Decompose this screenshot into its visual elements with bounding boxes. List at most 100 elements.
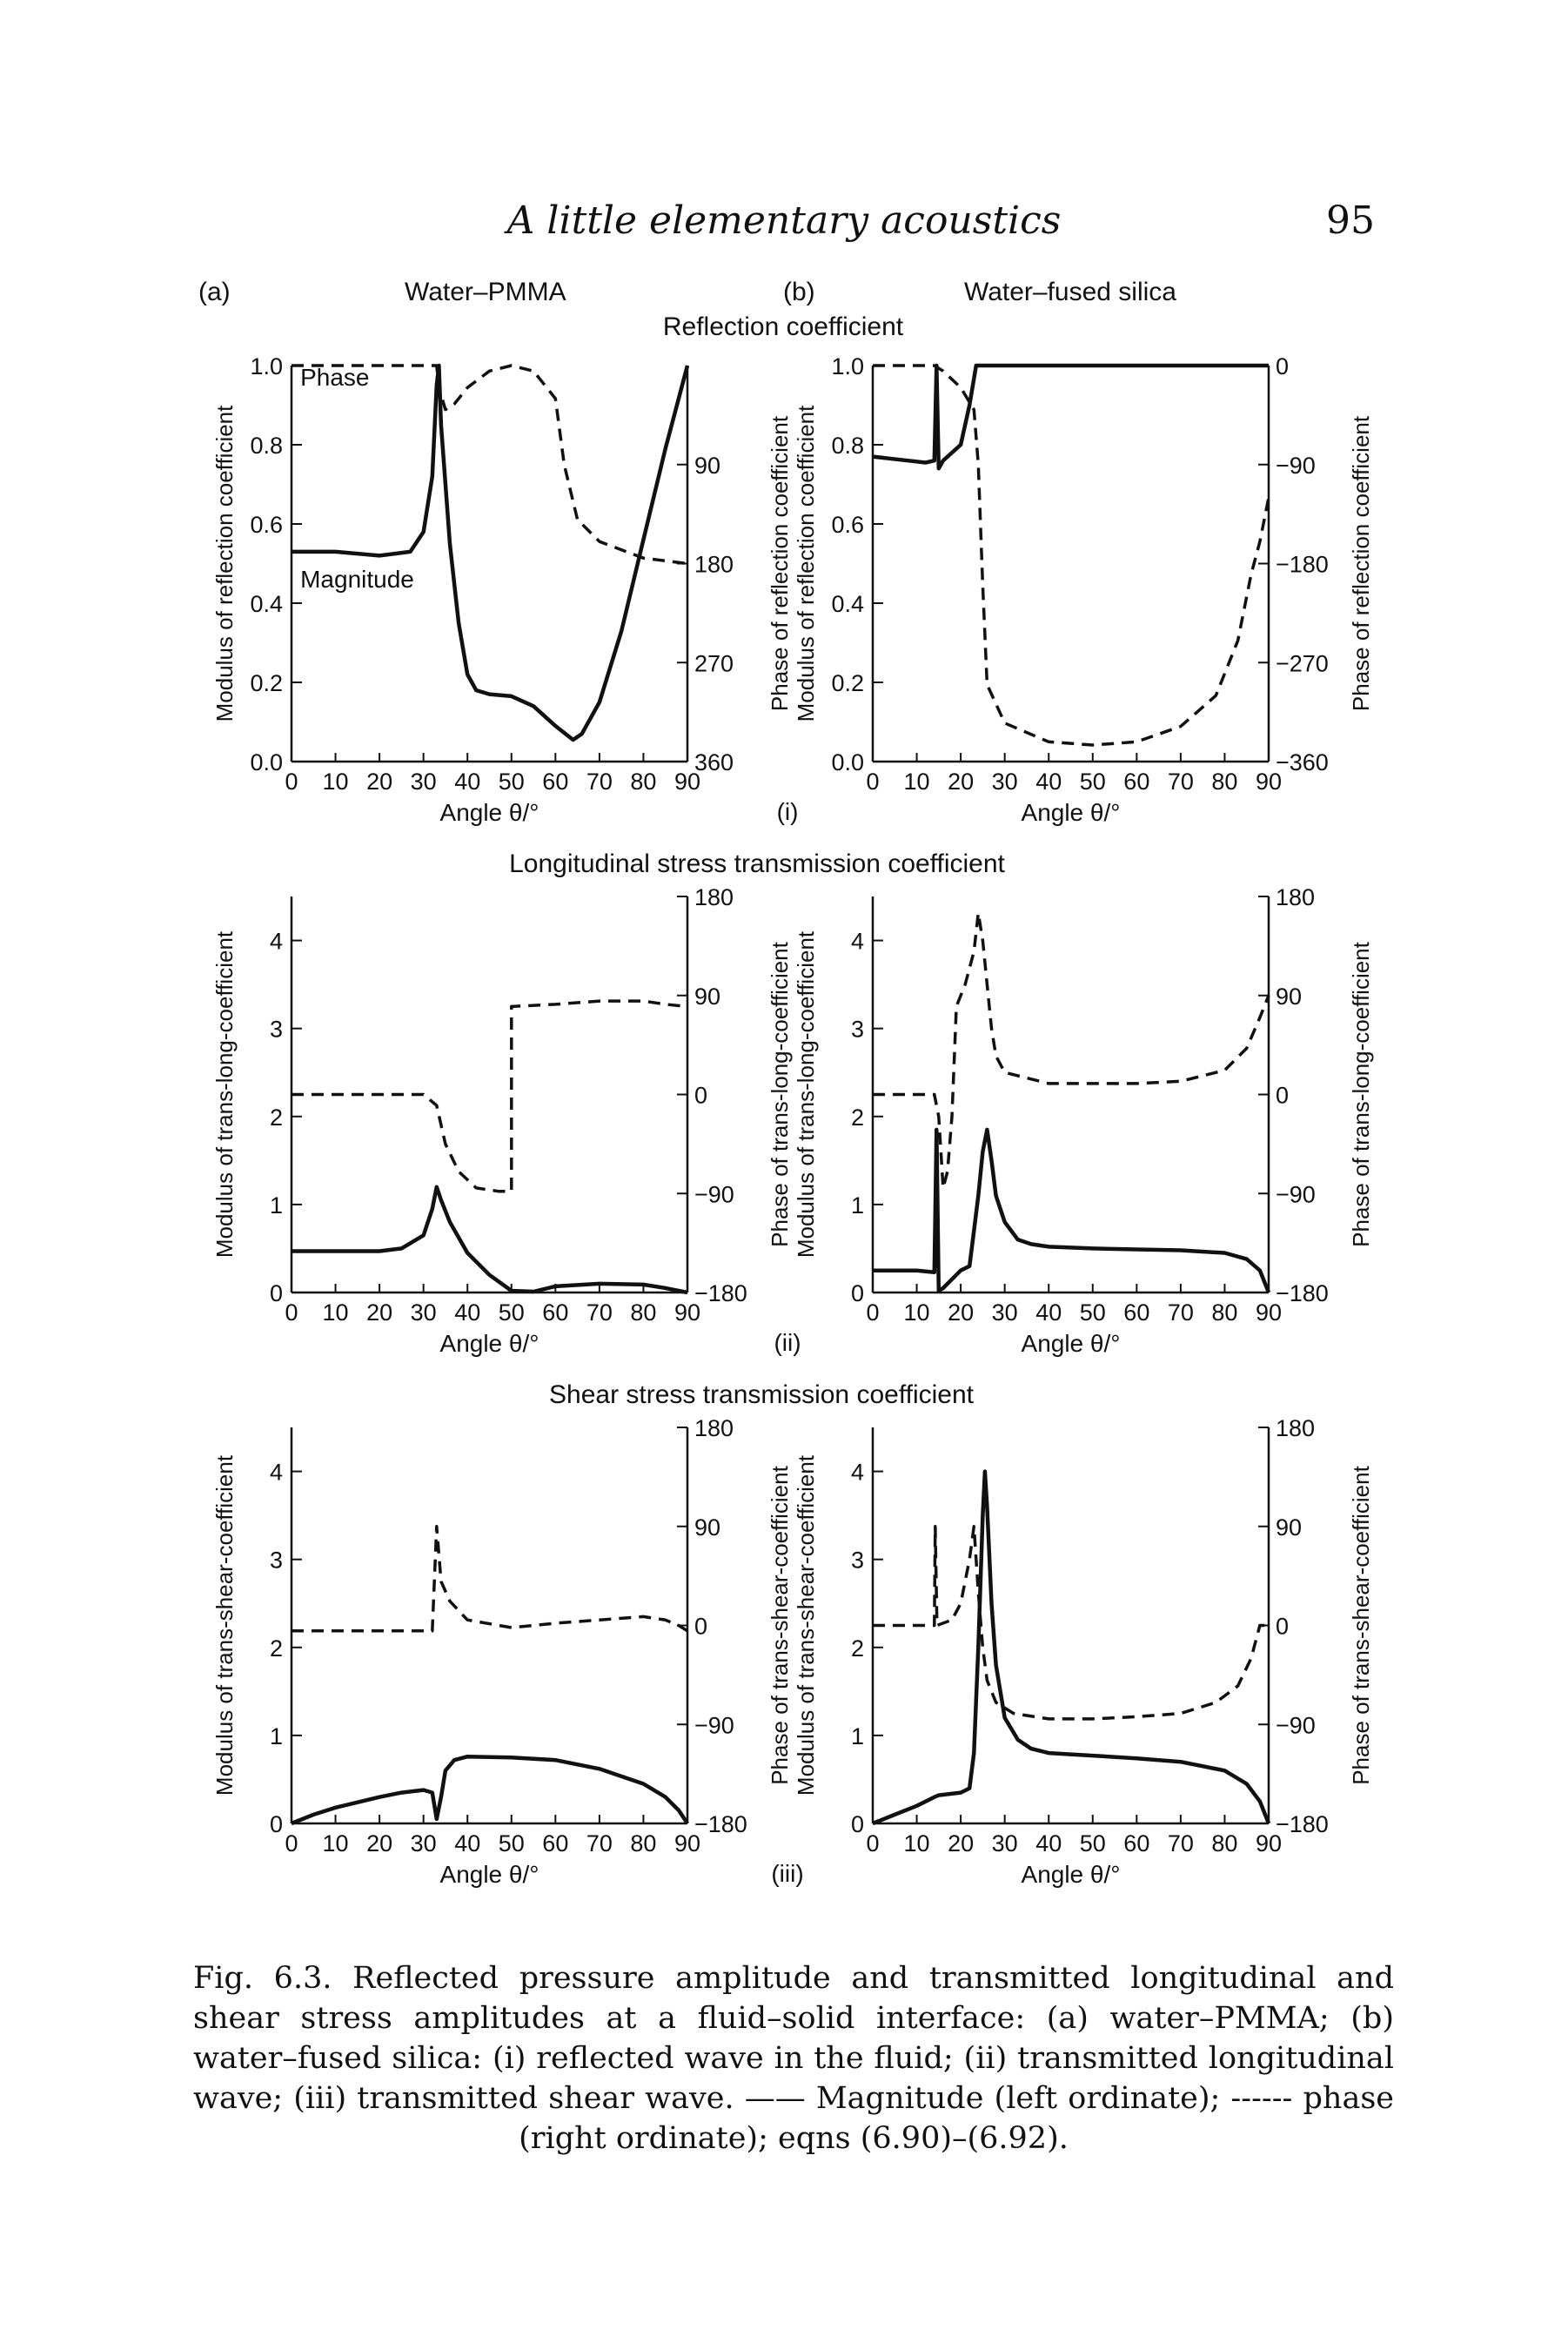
x-tick-label: 30 bbox=[992, 1299, 1018, 1326]
x-tick-label: 30 bbox=[992, 769, 1018, 795]
y-tick-label: 2 bbox=[270, 1104, 283, 1131]
y2-tick-label: −180 bbox=[694, 1280, 747, 1306]
x-tick-label: 90 bbox=[1256, 769, 1282, 795]
y2-tick-label: 0 bbox=[694, 1614, 707, 1640]
page-number: 95 bbox=[1326, 198, 1375, 243]
x-tick-label: 40 bbox=[454, 769, 480, 795]
y-tick-label: 4 bbox=[270, 929, 283, 955]
y-tick-label: 1 bbox=[270, 1192, 283, 1219]
x-axis-label: Angle θ/° bbox=[440, 1330, 539, 1357]
y-tick-label: 2 bbox=[851, 1635, 864, 1662]
series-phase-line bbox=[873, 911, 1270, 1190]
x-tick-label: 50 bbox=[499, 1830, 525, 1856]
y2-tick-label: −90 bbox=[1276, 1181, 1316, 1207]
x-tick-label: 50 bbox=[1080, 1830, 1106, 1856]
series-magnitude-line bbox=[872, 363, 1269, 471]
x-tick-label: 10 bbox=[904, 769, 930, 795]
y-tick-label: 0.2 bbox=[831, 670, 864, 696]
y-tick-label: 0.0 bbox=[250, 749, 283, 776]
y2-tick-label: 90 bbox=[694, 1514, 720, 1541]
series-magnitude-line bbox=[291, 363, 690, 742]
figure-caption-block: Fig. 6.3. Reflected pressure amplitude a… bbox=[193, 1958, 1394, 2159]
y-tick-label: 3 bbox=[851, 1548, 864, 1574]
series-phase-line bbox=[291, 1525, 688, 1633]
x-tick-label: 20 bbox=[366, 1299, 392, 1326]
x-tick-label: 10 bbox=[323, 1299, 349, 1326]
x-tick-label: 40 bbox=[1035, 769, 1062, 795]
x-tick-label: 60 bbox=[542, 769, 568, 795]
x-tick-label: 60 bbox=[1123, 1830, 1149, 1856]
y-tick-label: 1 bbox=[270, 1723, 283, 1749]
x-tick-label: 20 bbox=[948, 769, 974, 795]
x-tick-label: 90 bbox=[674, 769, 700, 795]
row-roman-i: (i) bbox=[777, 798, 799, 825]
y-tick-label: 0 bbox=[851, 1280, 864, 1306]
y2-tick-label: 180 bbox=[1276, 1415, 1315, 1441]
x-tick-label: 0 bbox=[285, 1299, 298, 1326]
y-tick-label: 1 bbox=[851, 1723, 864, 1749]
figure-6-3: (a) Water–PMMA (b) Water–fused silica Re… bbox=[198, 278, 1374, 1888]
x-tick-label: 70 bbox=[1168, 1299, 1194, 1326]
x-tick-label: 70 bbox=[586, 1830, 613, 1856]
y2-tick-label: 180 bbox=[694, 884, 734, 910]
y-axis-label: Modulus of reflection coefficient bbox=[793, 405, 819, 722]
annotation-label: Phase bbox=[300, 364, 369, 391]
x-tick-label: 90 bbox=[1256, 1299, 1282, 1326]
running-head: A little elementary acoustics 95 bbox=[0, 198, 1568, 251]
x-tick-label: 10 bbox=[323, 1830, 349, 1856]
y2-axis-label: Phase of trans-long-coefficient bbox=[1348, 941, 1374, 1246]
y-tick-label: 0 bbox=[851, 1811, 864, 1837]
y2-axis-label: Phase of trans-long-coefficient bbox=[767, 941, 793, 1246]
row-roman-iii: (iii) bbox=[771, 1860, 803, 1887]
x-tick-label: 70 bbox=[586, 769, 613, 795]
x-tick-label: 60 bbox=[542, 1299, 568, 1326]
y2-tick-label: −90 bbox=[1276, 453, 1316, 479]
y2-tick-label: −360 bbox=[1276, 749, 1329, 776]
series-phase-line bbox=[291, 999, 688, 1193]
y2-tick-label: 0 bbox=[1276, 1083, 1289, 1109]
panel-letter-a: (a) bbox=[198, 278, 231, 306]
x-tick-label: 0 bbox=[866, 1299, 879, 1326]
y-tick-label: 4 bbox=[270, 1460, 283, 1486]
x-axis-label: Angle θ/° bbox=[1022, 1330, 1121, 1357]
x-tick-label: 60 bbox=[542, 1830, 568, 1856]
y2-axis-label: Phase of trans-shear-coefficient bbox=[1348, 1465, 1374, 1784]
y-tick-label: 0.4 bbox=[831, 591, 864, 617]
x-tick-label: 40 bbox=[1035, 1299, 1062, 1326]
y-axis-label: Modulus of trans-shear-coefficient bbox=[793, 1454, 819, 1796]
x-tick-label: 20 bbox=[948, 1299, 974, 1326]
running-title: A little elementary acoustics bbox=[506, 198, 1062, 243]
y2-tick-label: 0 bbox=[1276, 353, 1289, 379]
figure-caption: Fig. 6.3. Reflected pressure amplitude a… bbox=[193, 1961, 1394, 2156]
x-tick-label: 0 bbox=[866, 769, 879, 795]
x-tick-label: 40 bbox=[454, 1830, 480, 1856]
row-title-shear: Shear stress transmission coefficient bbox=[549, 1380, 975, 1409]
y-axis-label: Modulus of reflection coefficient bbox=[211, 405, 238, 722]
material-label-b: Water–fused silica bbox=[964, 278, 1176, 306]
y2-tick-label: 90 bbox=[694, 453, 720, 479]
y2-tick-label: 0 bbox=[1276, 1614, 1289, 1640]
y-tick-label: 4 bbox=[851, 929, 864, 955]
row-title-longitudinal: Longitudinal stress transmission coeffic… bbox=[509, 849, 1005, 878]
x-tick-label: 0 bbox=[285, 1830, 298, 1856]
x-axis-label: Angle θ/° bbox=[1022, 1861, 1121, 1888]
x-tick-label: 10 bbox=[904, 1830, 930, 1856]
y-tick-label: 0.6 bbox=[250, 512, 283, 538]
x-tick-label: 70 bbox=[586, 1299, 613, 1326]
x-tick-label: 50 bbox=[499, 1299, 525, 1326]
x-tick-label: 0 bbox=[866, 1830, 879, 1856]
y-tick-label: 0.8 bbox=[250, 433, 283, 459]
x-tick-label: 60 bbox=[1123, 1299, 1149, 1326]
x-tick-label: 50 bbox=[1080, 769, 1106, 795]
y2-tick-label: 90 bbox=[694, 984, 720, 1010]
y-tick-label: 1.0 bbox=[250, 353, 283, 379]
y-axis-label: Modulus of trans-long-coefficient bbox=[211, 930, 238, 1258]
x-tick-label: 30 bbox=[411, 769, 437, 795]
x-tick-label: 90 bbox=[1256, 1830, 1282, 1856]
y2-tick-label: 90 bbox=[1276, 1514, 1302, 1541]
